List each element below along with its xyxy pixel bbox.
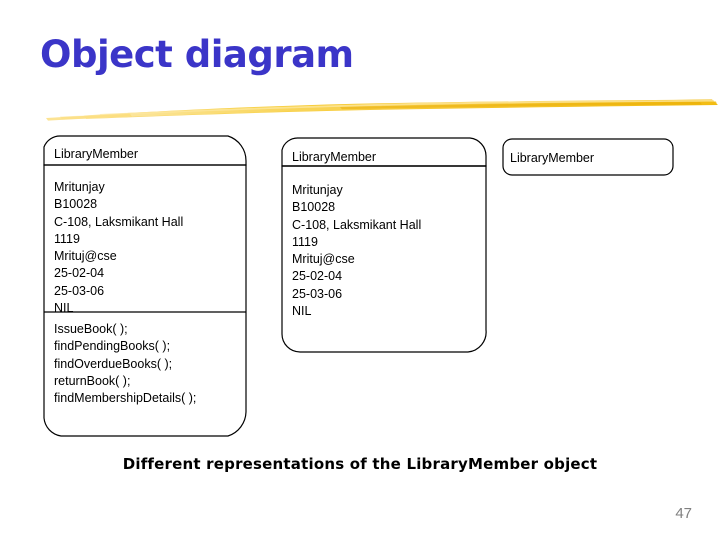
object-diagram: LibraryMember Mritunjay B10028 C-108, La… xyxy=(0,130,720,450)
page-number: 47 xyxy=(675,505,692,522)
object-box-1-header xyxy=(43,135,247,166)
object-box-2-body xyxy=(281,165,487,353)
object-box-2-attributes: Mritunjay B10028 C-108, Laksmikant Hall … xyxy=(292,183,422,319)
page-title: Object diagram xyxy=(40,33,354,76)
object-box-3-name: LibraryMember xyxy=(510,151,595,165)
object-box-2-header xyxy=(281,137,487,167)
object-diagram-shapes xyxy=(43,135,674,437)
object-box-1-body xyxy=(43,164,247,437)
title-divider-brushstroke xyxy=(40,92,720,128)
object-box-3 xyxy=(502,138,674,176)
object-box-2-name: LibraryMember xyxy=(292,150,377,164)
diagram-caption: Different representations of the Library… xyxy=(122,455,598,473)
object-box-1-operations: IssueBook( ); findPendingBooks( ); findO… xyxy=(54,322,197,406)
object-box-1-attributes: Mritunjay B10028 C-108, Laksmikant Hall … xyxy=(54,180,184,316)
object-box-1-name: LibraryMember xyxy=(54,147,139,161)
